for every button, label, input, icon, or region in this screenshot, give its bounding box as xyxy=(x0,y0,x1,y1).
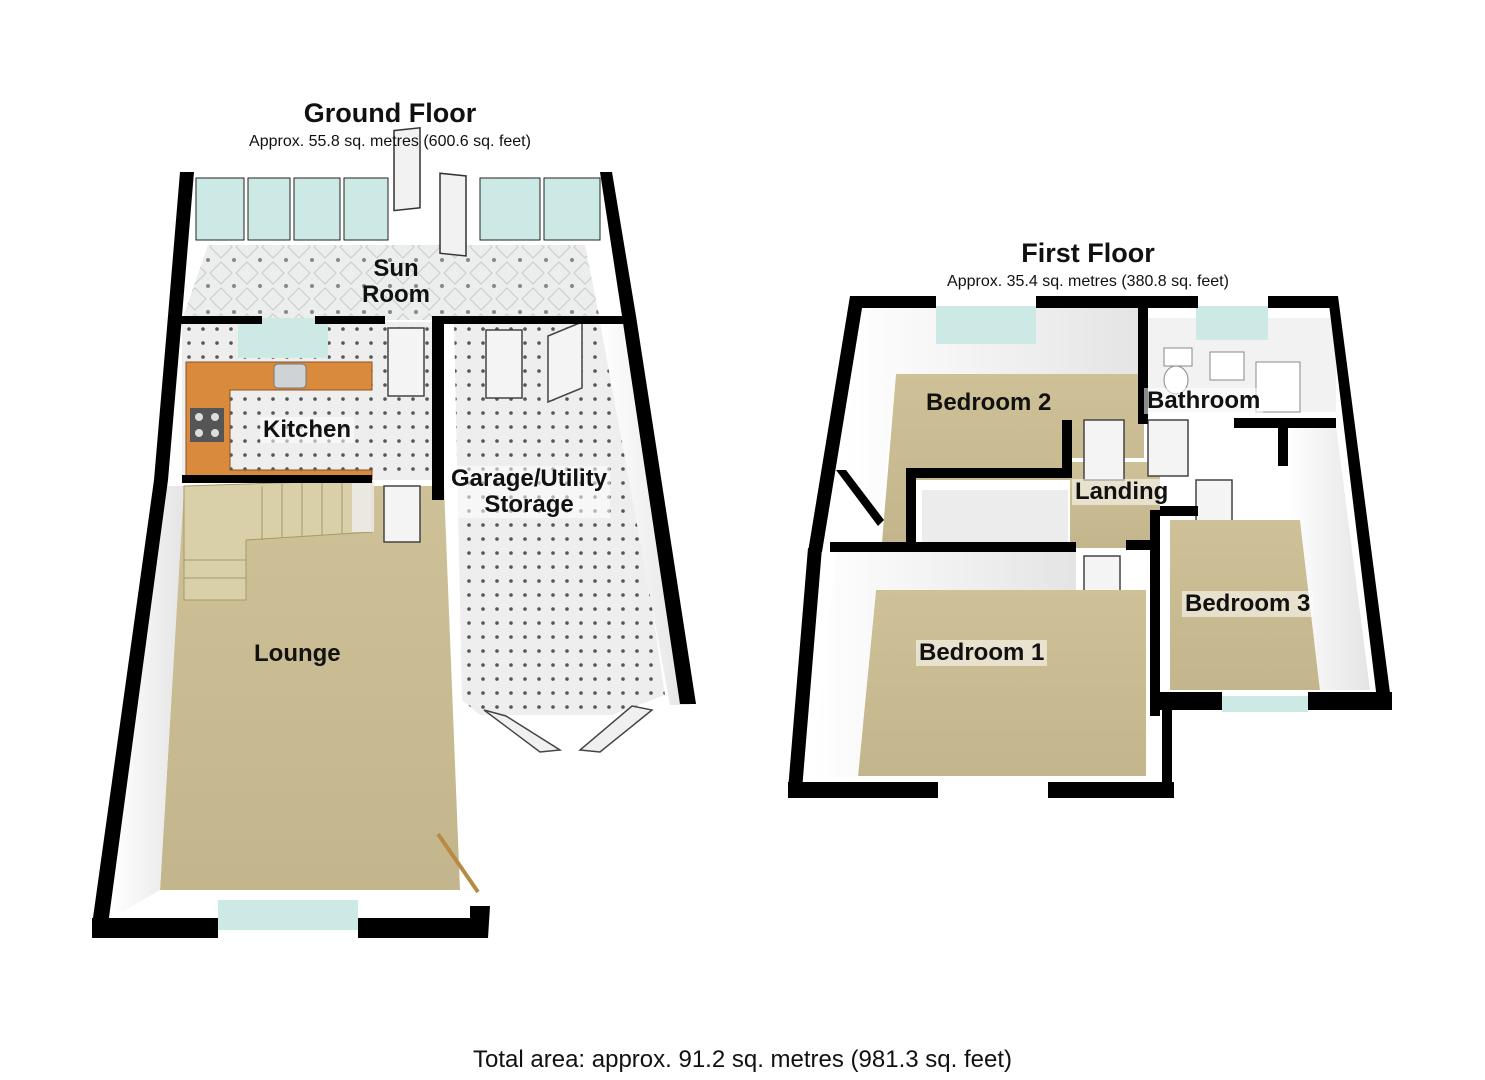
lounge-left-wall xyxy=(112,486,184,918)
room-label-kitchen: Kitchen xyxy=(260,417,355,443)
basin xyxy=(1209,351,1245,381)
sun-room-label-line2: Room xyxy=(362,281,430,308)
bathroom-window xyxy=(1196,306,1268,340)
first-floor-area: Approx. 35.4 sq. metres (380.8 sq. feet) xyxy=(947,273,1229,290)
lounge-front-door-swing xyxy=(436,832,480,894)
staircase xyxy=(183,479,374,601)
garage-floor xyxy=(454,322,665,715)
garage-label-line2: Storage xyxy=(484,491,574,518)
room-label-landing: Landing xyxy=(1072,479,1172,505)
bedroom-2-left-wall xyxy=(842,308,1142,520)
room-label-lounge: Lounge xyxy=(254,640,341,667)
bedroom-1-floor xyxy=(858,590,1146,776)
bedroom-2-floor xyxy=(882,374,1144,542)
room-label-garage: Garage/Utility Storage xyxy=(448,465,611,518)
room-label-bedroom-3: Bedroom 3 xyxy=(1182,591,1314,617)
ground-floor-title: Ground Floor xyxy=(303,98,477,128)
bedroom-2-window xyxy=(936,306,1036,344)
lounge-window xyxy=(218,900,358,930)
total-area: Total area: approx. 91.2 sq. metres (981… xyxy=(473,1046,1012,1073)
kitchen-window xyxy=(238,318,328,358)
garage-front-door-right xyxy=(578,705,654,753)
bathroom-door xyxy=(1147,419,1189,477)
room-label-sun-room: Sun Room xyxy=(362,256,430,308)
bedroom-3-window xyxy=(1222,696,1308,712)
toilet xyxy=(1163,347,1193,395)
first-floor-plan xyxy=(788,296,1392,798)
ground-floor-plan xyxy=(92,127,696,938)
landing-door-1 xyxy=(1083,419,1125,481)
sun-room-windows xyxy=(195,127,601,257)
sun-room-floor xyxy=(182,245,600,320)
garage-door-2 xyxy=(547,320,583,404)
garage-door-1 xyxy=(485,329,523,399)
first-floor-title: First Floor xyxy=(1021,238,1155,268)
garage-front-door-left xyxy=(483,709,563,753)
kitchen-door xyxy=(387,327,425,397)
ground-floor-area: Approx. 55.8 sq. metres (600.6 sq. feet) xyxy=(249,133,531,150)
first-floor-walls xyxy=(788,296,1392,798)
garage-label-line1: Garage/Utility xyxy=(451,465,608,492)
bedroom-1-wall xyxy=(812,552,1076,780)
room-label-bedroom-2: Bedroom 2 xyxy=(926,389,1052,416)
lounge-door xyxy=(383,485,421,543)
bedroom-3-wall xyxy=(1286,426,1370,690)
hob xyxy=(190,408,224,442)
sun-room-label-line1: Sun xyxy=(373,255,419,282)
stair-void xyxy=(922,490,1068,542)
ground-floor-walls xyxy=(92,172,696,938)
room-label-bedroom-1: Bedroom 1 xyxy=(916,640,1048,666)
room-label-bathroom: Bathroom xyxy=(1144,388,1264,414)
sink xyxy=(273,363,307,389)
